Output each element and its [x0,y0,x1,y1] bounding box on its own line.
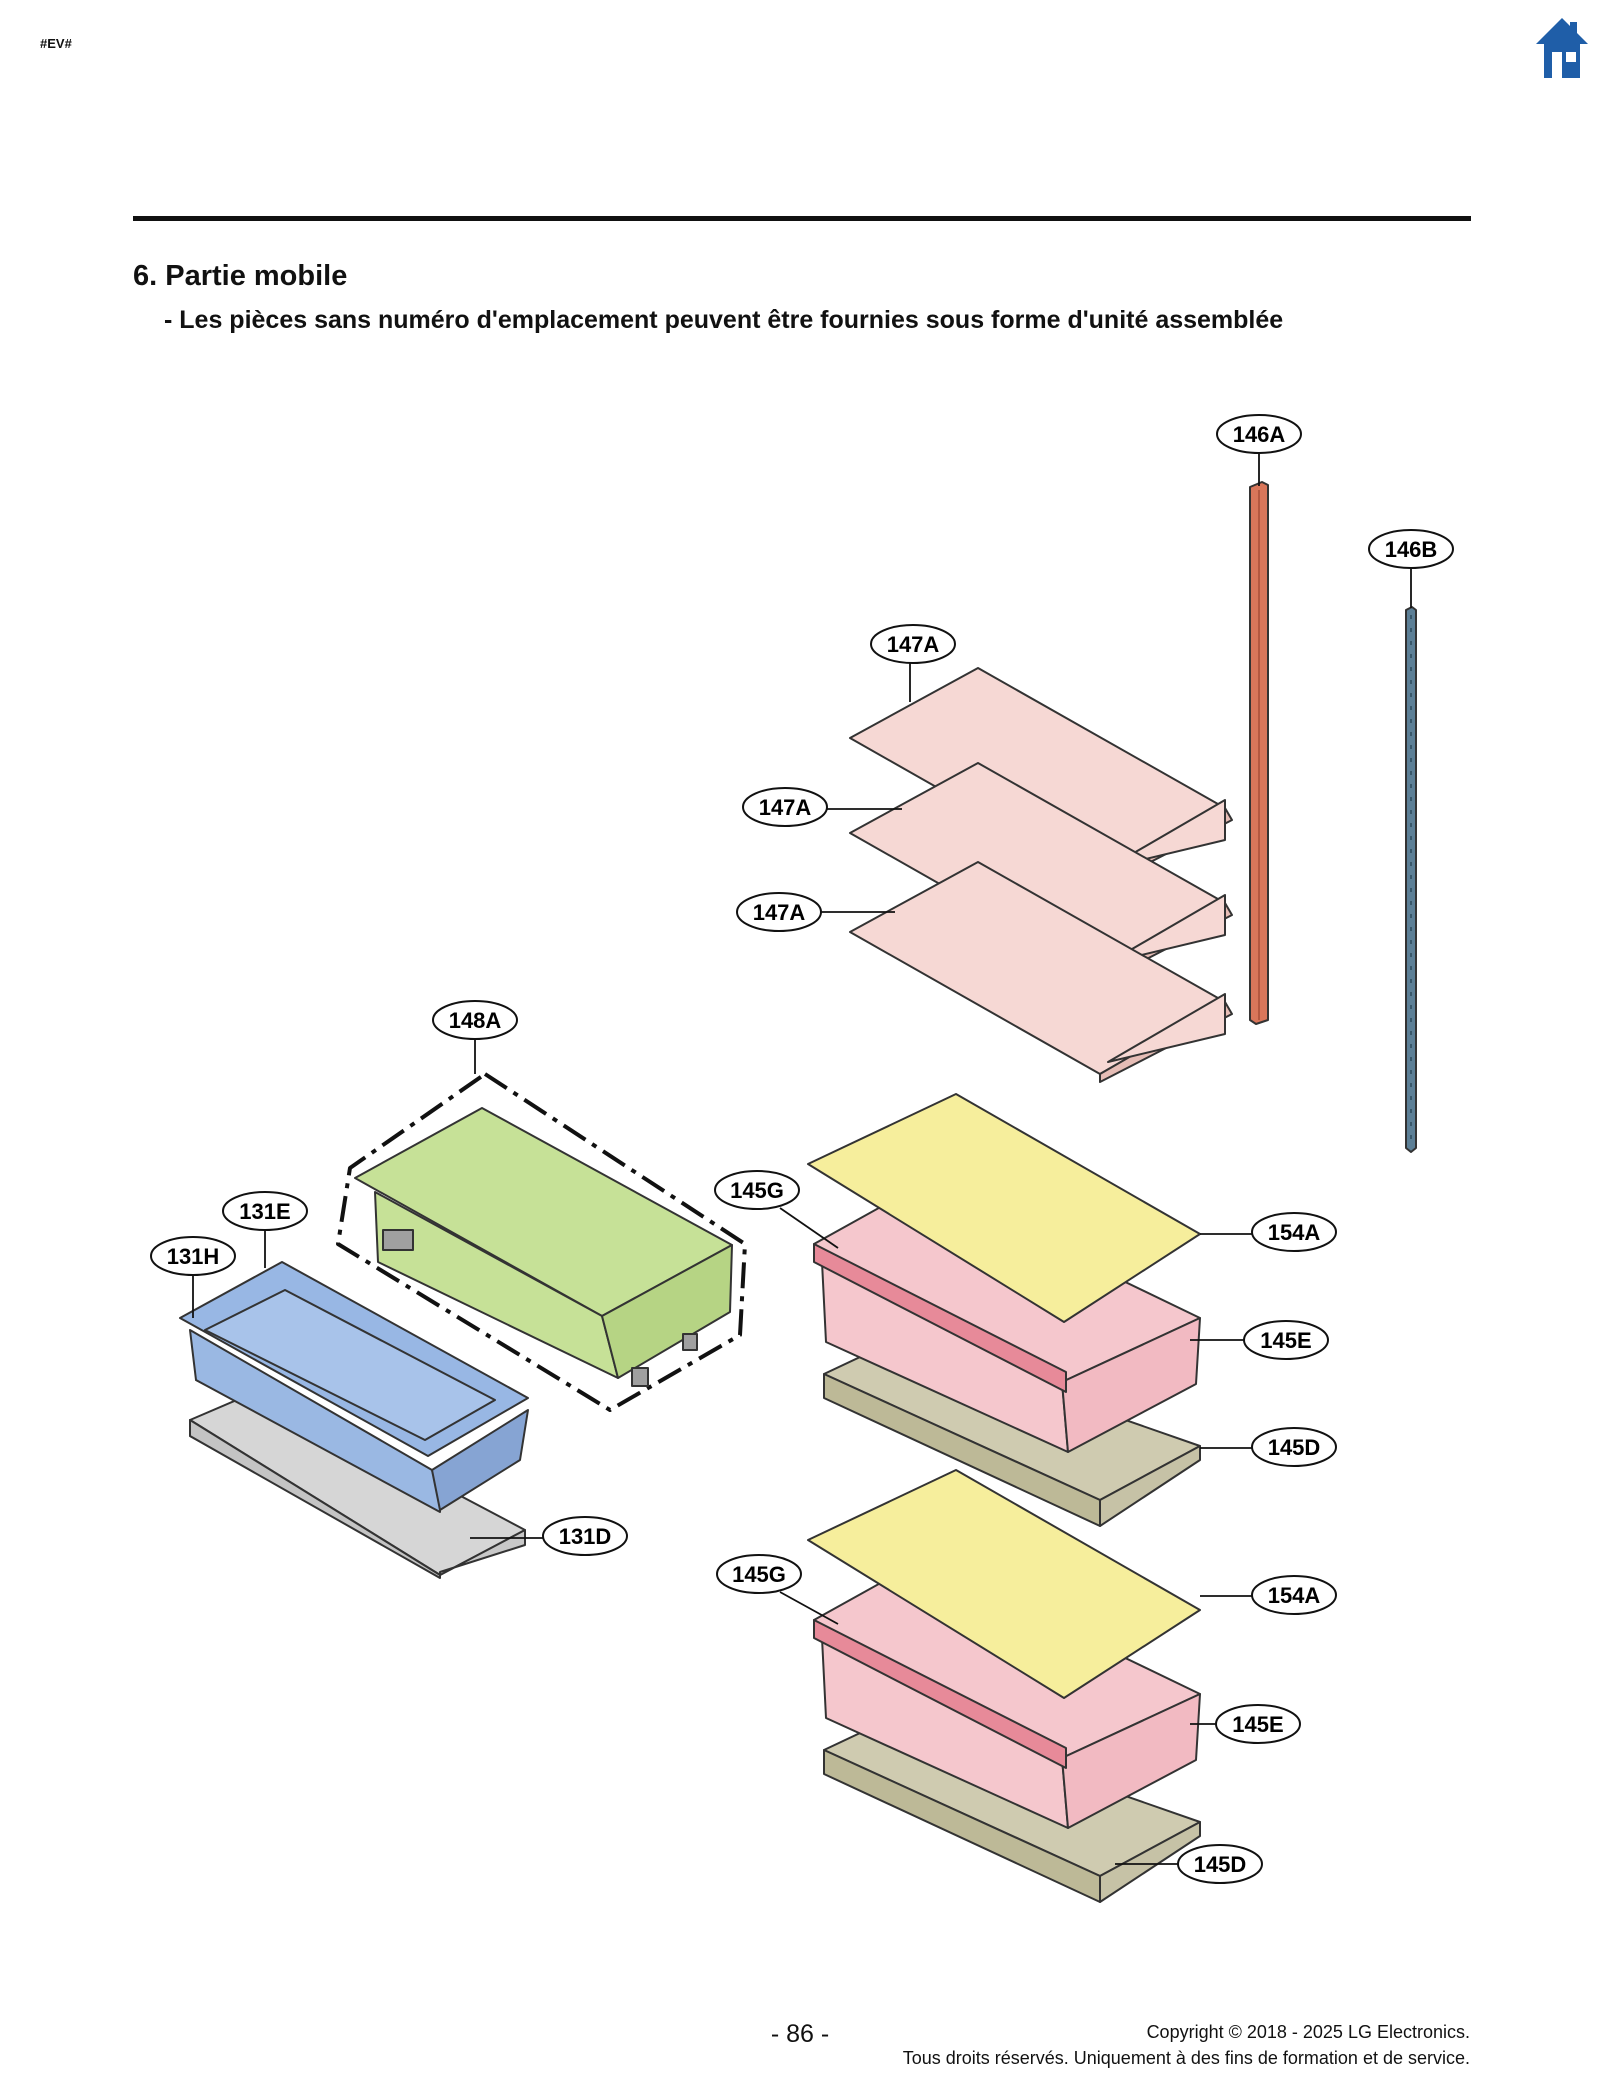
svg-text:145D: 145D [1268,1435,1321,1460]
svg-text:146B: 146B [1385,537,1438,562]
callout-145d-lower: 145D [1177,1844,1263,1884]
svg-text:147A: 147A [759,795,812,820]
callout-147a-middle: 147A [742,787,828,827]
shelf-147a-top [849,667,1233,889]
callout-145e-lower: 145E [1215,1704,1301,1744]
svg-text:154A: 154A [1268,1220,1321,1245]
callouts: 146A 146B 147A 147A 147A 148A 131E 131H [150,414,1454,1884]
page-number: - 86 - [770,2020,830,2048]
callout-131d: 131D [542,1516,628,1556]
callout-145e-upper: 145E [1243,1320,1329,1360]
shelf-147a-middle [849,762,1233,984]
copyright-text: Copyright © 2018 - 2025 LG Electronics. [1146,2022,1470,2042]
document-tag: #EV# [40,36,72,51]
callout-154a-lower: 154A [1251,1575,1337,1615]
callout-131h: 131H [150,1236,236,1276]
svg-text:148A: 148A [449,1008,502,1033]
callout-146a: 146A [1216,414,1302,454]
bin-131e [179,1261,529,1513]
svg-text:145E: 145E [1232,1712,1283,1737]
svg-text:131D: 131D [559,1524,612,1549]
tray-131d [189,1389,526,1579]
svg-text:145G: 145G [732,1562,786,1587]
callout-154a-upper: 154A [1251,1212,1337,1252]
rail-146a [1249,481,1269,1025]
svg-text:145E: 145E [1260,1328,1311,1353]
svg-text:131E: 131E [239,1199,290,1224]
svg-text:147A: 147A [887,632,940,657]
section-title: 6. Partie mobile [133,260,348,292]
cover-154a-lower [807,1469,1201,1699]
svg-text:145G: 145G [730,1178,784,1203]
callout-145g-upper: 145G [714,1170,800,1210]
callout-145d-upper: 145D [1251,1427,1337,1467]
callout-145g-lower: 145G [716,1554,802,1594]
home-icon [1536,18,1588,78]
callout-148a: 148A [432,1000,518,1040]
assembly-148a [336,1072,747,1412]
callout-131e: 131E [222,1191,308,1231]
svg-text:145D: 145D [1194,1852,1247,1877]
callout-147a-bottom: 147A [736,892,822,932]
callout-146b: 146B [1368,529,1454,569]
svg-text:147A: 147A [753,900,806,925]
section-subtitle: - Les pièces sans numéro d'emplacement p… [164,306,1284,334]
header-rule [133,216,1471,221]
svg-text:154A: 154A [1268,1583,1321,1608]
svg-text:146A: 146A [1233,422,1286,447]
home-button[interactable] [1534,16,1590,80]
svg-text:131H: 131H [167,1244,220,1269]
callout-147a-top: 147A [870,624,956,664]
rail-146b [1405,606,1417,1153]
rights-text: Tous droits réservés. Uniquement à des f… [902,2048,1470,2068]
shelf-147a-bottom [849,861,1233,1083]
